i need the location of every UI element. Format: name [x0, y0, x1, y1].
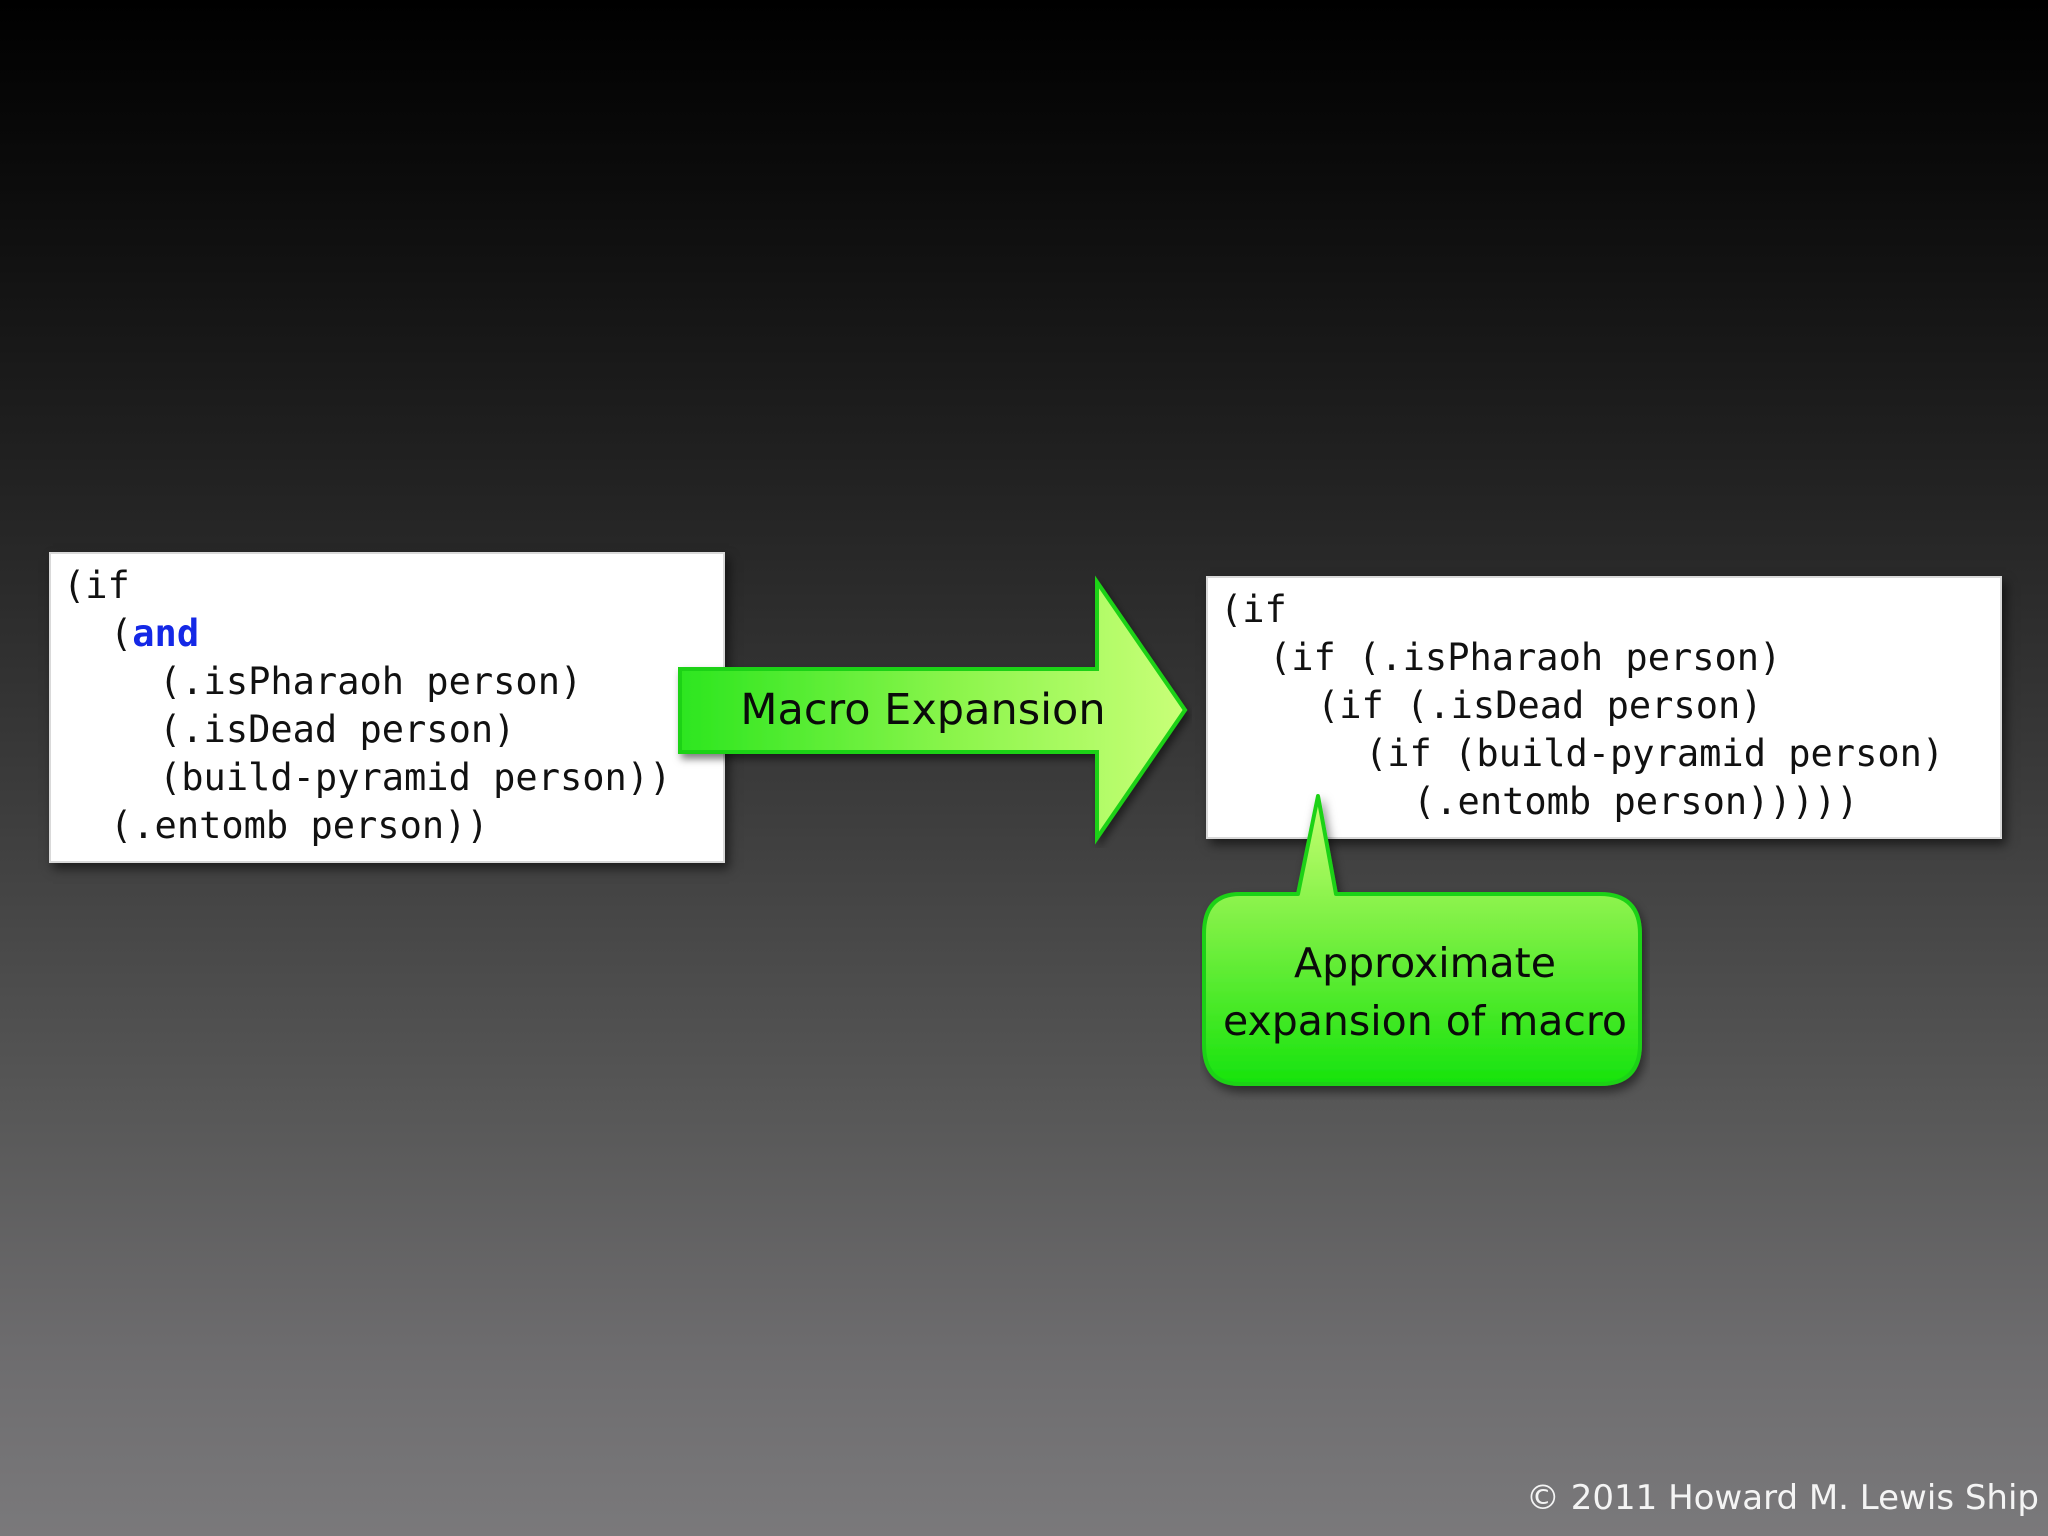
macro-expansion-arrow-icon: [678, 575, 1188, 845]
code-line: (if: [63, 564, 130, 607]
copyright-notice: © 2011 Howard M. Lewis Ship: [1525, 1478, 2039, 1518]
callout-line: Approximate: [1294, 939, 1556, 987]
expanded-code-box: (if (if (.isPharaoh person) (if (.isDead…: [1206, 576, 2002, 839]
callout-line: expansion of macro: [1223, 997, 1627, 1045]
arrow-label: Macro Expansion: [740, 685, 1106, 735]
code-line: (.entomb person)): [110, 804, 489, 847]
callout-text: Approximate expansion of macro: [1205, 934, 1645, 1050]
and-keyword: and: [132, 612, 200, 655]
source-code-box: (if (and (.isPharaoh person) (.isDead pe…: [49, 552, 725, 863]
callout-bubble-icon: [1202, 794, 1642, 1086]
code-line: (if (.isPharaoh person): [1269, 636, 1782, 679]
code-line: (build-pyramid person)): [159, 756, 672, 799]
code-line: (if (build-pyramid person): [1365, 732, 1945, 775]
paren-open: (: [110, 612, 133, 655]
code-line: (if: [1220, 588, 1287, 631]
code-line: (.isDead person): [159, 708, 516, 751]
code-line: (and: [110, 610, 199, 658]
code-line: (.entomb person))))): [1413, 780, 1859, 823]
code-line: (.isPharaoh person): [159, 660, 583, 703]
code-line: (if (.isDead person): [1317, 684, 1763, 727]
